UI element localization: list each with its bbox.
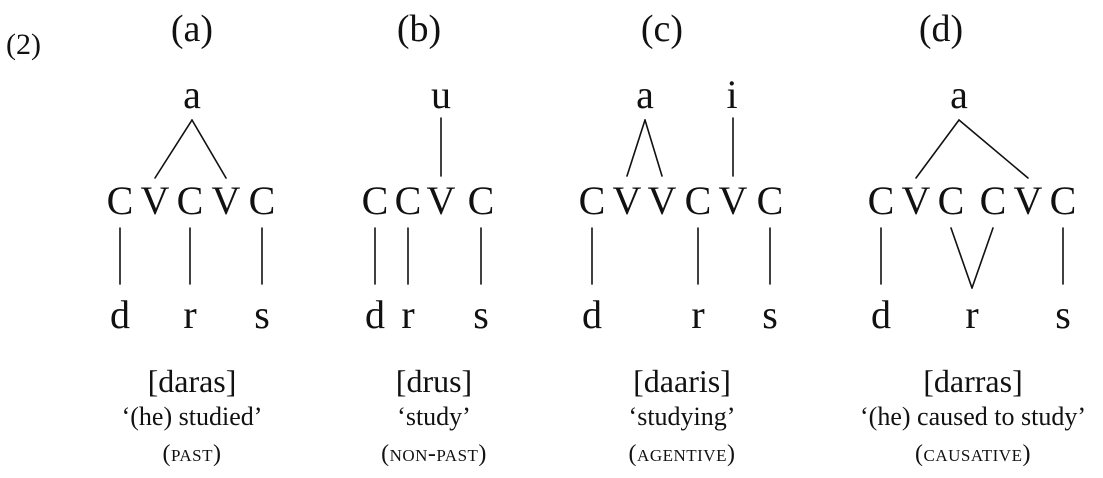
example-number: (2) bbox=[6, 28, 41, 61]
panel-c-slot-5: V bbox=[719, 178, 748, 223]
panel-d-slot-5: V bbox=[1014, 178, 1043, 223]
panel-b-label: (b) bbox=[396, 8, 442, 50]
panel-c-root-r: r bbox=[691, 292, 704, 337]
panel-c-slot-4: C bbox=[685, 178, 712, 223]
panel-a-form: [daras] bbox=[147, 363, 237, 399]
panel-c-root-d: d bbox=[582, 292, 602, 337]
panel-a-slot-4: V bbox=[212, 178, 241, 223]
panel-c-slot-6: C bbox=[757, 178, 784, 223]
panel-d-label: (d) bbox=[918, 8, 964, 50]
panel-a-vowel-link-1 bbox=[154, 119, 193, 179]
panel-d-root-link-r-1 bbox=[950, 227, 973, 289]
panel-b-category: (NON-PAST) bbox=[381, 441, 487, 467]
panel-b-slot-3: V bbox=[427, 178, 456, 223]
panel-a-gloss: ‘(he) studied’ bbox=[121, 402, 263, 431]
panel-a-slot-5: C bbox=[249, 178, 276, 223]
panel-c-slot-2: V bbox=[613, 178, 642, 223]
panel-b-root-s: s bbox=[473, 292, 489, 337]
panel-c-vowel-a-link-2 bbox=[644, 119, 663, 177]
panel-d-slot-3: C bbox=[938, 178, 965, 223]
panel-b-root-d: d bbox=[365, 292, 385, 337]
panel-a-root-s: s bbox=[254, 292, 270, 337]
panel-c-slot-1: C bbox=[579, 178, 606, 223]
panel-b-form: [drus] bbox=[395, 363, 473, 399]
panel-c-gloss: ‘studying’ bbox=[628, 402, 736, 431]
panel-c-slot-3: V bbox=[648, 178, 677, 223]
panel-c-category: (AGENTIVE) bbox=[628, 441, 736, 467]
panel-b-slot-2: C bbox=[395, 178, 422, 223]
panel-b-root-r: r bbox=[401, 292, 414, 337]
panel-d-root-link-r-2 bbox=[971, 227, 994, 289]
panel-c-label: (c) bbox=[640, 8, 684, 50]
panel-c-vowel-a-link-1 bbox=[626, 119, 646, 177]
panel-d-vowel-link-1 bbox=[915, 119, 960, 179]
panel-a-vowel-link-2 bbox=[191, 119, 227, 179]
panel-d-form: [darras] bbox=[923, 363, 1023, 399]
panel-d-slot-6: C bbox=[1050, 178, 1077, 223]
panel-d-category: (CAUSATIVE) bbox=[915, 441, 1031, 467]
panel-d-vowel-a: a bbox=[950, 72, 968, 117]
panel-a-category: (PAST) bbox=[162, 441, 222, 467]
panel-a-root-d: d bbox=[110, 292, 130, 337]
panel-d-gloss: ‘(he) caused to study’ bbox=[860, 402, 1086, 431]
panel-c-vowel-i: i bbox=[726, 72, 737, 117]
panel-a-label: (a) bbox=[170, 8, 214, 50]
panel-a-vowel-a: a bbox=[183, 72, 201, 117]
panel-d-slot-1: C bbox=[868, 178, 895, 223]
panel-d-root-d: d bbox=[871, 292, 891, 337]
panel-d-vowel-link-2 bbox=[958, 119, 1029, 179]
panel-b-gloss: ‘study’ bbox=[397, 402, 471, 431]
panel-a-root-r: r bbox=[183, 292, 196, 337]
panel-a-slot-1: C bbox=[107, 178, 134, 223]
panel-c-root-s: s bbox=[762, 292, 778, 337]
panel-b-vowel-u: u bbox=[431, 72, 451, 117]
panel-b-slot-4: C bbox=[468, 178, 495, 223]
panel-d-root-r: r bbox=[965, 292, 978, 337]
panel-b-slot-1: C bbox=[362, 178, 389, 223]
panel-c-vowel-a: a bbox=[636, 72, 654, 117]
panel-c-form: [daaris] bbox=[633, 363, 731, 399]
panel-d-slot-2: V bbox=[902, 178, 931, 223]
panel-d-slot-4: C bbox=[980, 178, 1007, 223]
panel-d-root-s: s bbox=[1055, 292, 1071, 337]
panel-a-slot-2: V bbox=[141, 178, 170, 223]
panel-a-slot-3: C bbox=[177, 178, 204, 223]
